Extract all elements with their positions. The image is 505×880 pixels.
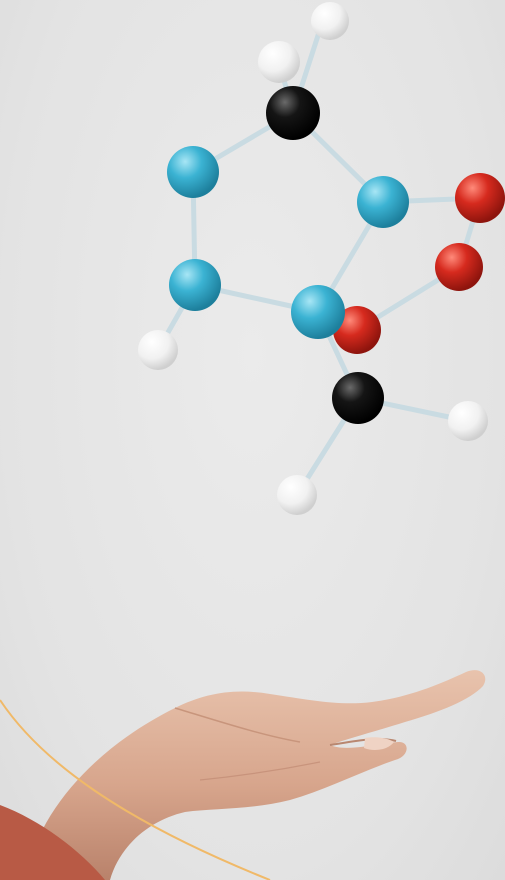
nitrogen-atom [169, 259, 221, 311]
hydrogen-atom [448, 401, 488, 441]
carbon-atom [266, 86, 320, 140]
molecule-bonds [155, 17, 483, 498]
oxygen-atom [455, 173, 505, 223]
accent-corner-shape [0, 805, 105, 880]
accent-curve [0, 699, 271, 880]
open-hand [25, 670, 486, 880]
hydrogen-atom [138, 330, 178, 370]
hydrogen-atom [258, 41, 300, 83]
hydrogen-atom [277, 475, 317, 515]
oxygen-atom [333, 306, 381, 354]
molecule-atoms [138, 2, 505, 515]
nitrogen-atom [291, 285, 345, 339]
hydrogen-atom [311, 2, 349, 40]
carbon-atom [332, 372, 384, 424]
oxygen-atom [435, 243, 483, 291]
nitrogen-atom [357, 176, 409, 228]
nitrogen-atom [167, 146, 219, 198]
